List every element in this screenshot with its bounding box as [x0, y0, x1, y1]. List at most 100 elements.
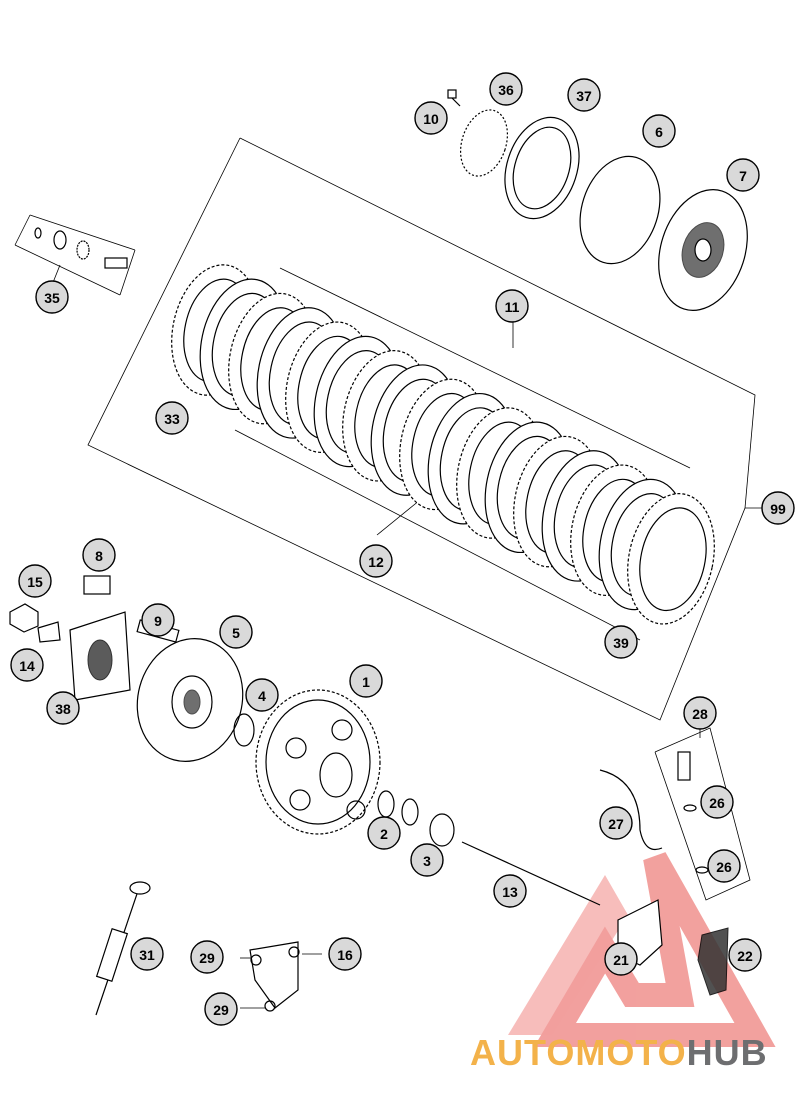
callout-number: 12	[368, 554, 384, 570]
callout-number: 36	[498, 82, 514, 98]
callout-circle	[359, 544, 393, 578]
callout-circle	[707, 849, 741, 883]
callout-circle	[204, 992, 238, 1026]
callout-circle	[367, 816, 401, 850]
callout-number: 33	[164, 411, 180, 427]
callout-9: 9	[141, 603, 175, 637]
callout-number: 29	[213, 1002, 229, 1018]
diaphragm-spring	[579, 155, 661, 265]
callout-number: 22	[737, 948, 753, 964]
callout-7: 7	[726, 158, 760, 192]
callout-number: 99	[770, 501, 786, 517]
callout-number: 39	[613, 635, 629, 651]
callout-circle	[410, 843, 444, 877]
callout-number: 35	[44, 290, 60, 306]
callout-number: 1	[362, 674, 370, 690]
pressure-plate	[658, 189, 748, 311]
callout-circle	[414, 101, 448, 135]
callout-circle	[728, 938, 762, 972]
callout-26a: 26	[700, 785, 734, 819]
callout-27: 27	[599, 806, 633, 840]
callout-circle	[604, 942, 638, 976]
callout-circle	[328, 937, 362, 971]
washer-4	[233, 713, 255, 747]
primary-gear-1	[255, 689, 381, 835]
callout-number: 14	[19, 658, 35, 674]
callout-circle	[219, 615, 253, 649]
callout-circle	[82, 538, 116, 572]
callout-circle	[349, 664, 383, 698]
callout-circle	[10, 648, 44, 682]
callout-number: 37	[576, 88, 592, 104]
callout-14: 14	[10, 648, 44, 682]
callout-circle	[604, 625, 638, 659]
callout-10: 10	[414, 101, 448, 135]
leader-lines	[14, 214, 751, 901]
callout-circle	[599, 806, 633, 840]
callout-13: 13	[493, 874, 527, 908]
callout-number: 7	[739, 168, 747, 184]
callout-circle	[700, 785, 734, 819]
watermark-logo: AUTOMOTOHUB	[470, 1032, 768, 1074]
callout-number: 8	[95, 548, 103, 564]
bolt-10	[447, 89, 461, 107]
callout-number: 31	[139, 947, 155, 963]
clutch-plate-inner	[639, 507, 707, 612]
callout-36: 36	[489, 72, 523, 106]
small-parts-35	[34, 227, 128, 269]
callout-6: 6	[642, 114, 676, 148]
callout-26b: 26	[707, 849, 741, 883]
callout-circle	[495, 289, 529, 323]
callout-29a: 29	[190, 940, 224, 974]
callout-circle	[155, 401, 189, 435]
callout-37: 37	[567, 78, 601, 112]
watermark-text-secondary: HUB	[686, 1032, 768, 1073]
clutch-basket-5	[136, 638, 244, 762]
callout-39: 39	[604, 625, 638, 659]
callout-circle	[18, 564, 52, 598]
callout-circle	[141, 603, 175, 637]
callout-circle	[642, 114, 676, 148]
callout-circle	[726, 158, 760, 192]
callout-4: 4	[245, 678, 279, 712]
callout-circle	[683, 696, 717, 730]
clutch-disc-37	[504, 116, 580, 220]
callout-number: 15	[27, 574, 43, 590]
callout-circle	[567, 78, 601, 112]
callout-number: 4	[258, 688, 266, 704]
tool-31	[95, 881, 151, 1016]
callout-28: 28	[683, 696, 717, 730]
callout-number: 26	[709, 795, 725, 811]
callout-15: 15	[18, 564, 52, 598]
watermark-text-primary: AUTOMOTO	[470, 1032, 687, 1073]
callout-circle	[190, 940, 224, 974]
callout-11: 11	[495, 289, 529, 323]
assembly-outline	[87, 137, 762, 721]
callout-number: 26	[716, 859, 732, 875]
clutch-plate	[627, 493, 715, 625]
callout-38: 38	[46, 691, 80, 725]
callout-99: 99	[761, 491, 795, 525]
callout-33: 33	[155, 401, 189, 435]
callout-circle	[46, 691, 80, 725]
callout-circle	[130, 937, 164, 971]
push-rod-13	[461, 841, 601, 906]
callout-circle	[489, 72, 523, 106]
clutch-plates-stack	[171, 264, 715, 625]
callout-35: 35	[35, 280, 69, 314]
callout-circle	[493, 874, 527, 908]
callout-3: 3	[410, 843, 444, 877]
callout-number: 10	[423, 111, 439, 127]
callout-number: 11	[505, 299, 520, 315]
callout-number: 27	[608, 816, 624, 832]
callout-number: 28	[692, 706, 708, 722]
callout-number: 5	[232, 625, 240, 641]
callout-number: 6	[655, 124, 663, 140]
callout-5: 5	[219, 615, 253, 649]
callout-circle	[761, 491, 795, 525]
callout-2: 2	[367, 816, 401, 850]
bushings-2-3	[377, 790, 455, 847]
callout-circle	[245, 678, 279, 712]
